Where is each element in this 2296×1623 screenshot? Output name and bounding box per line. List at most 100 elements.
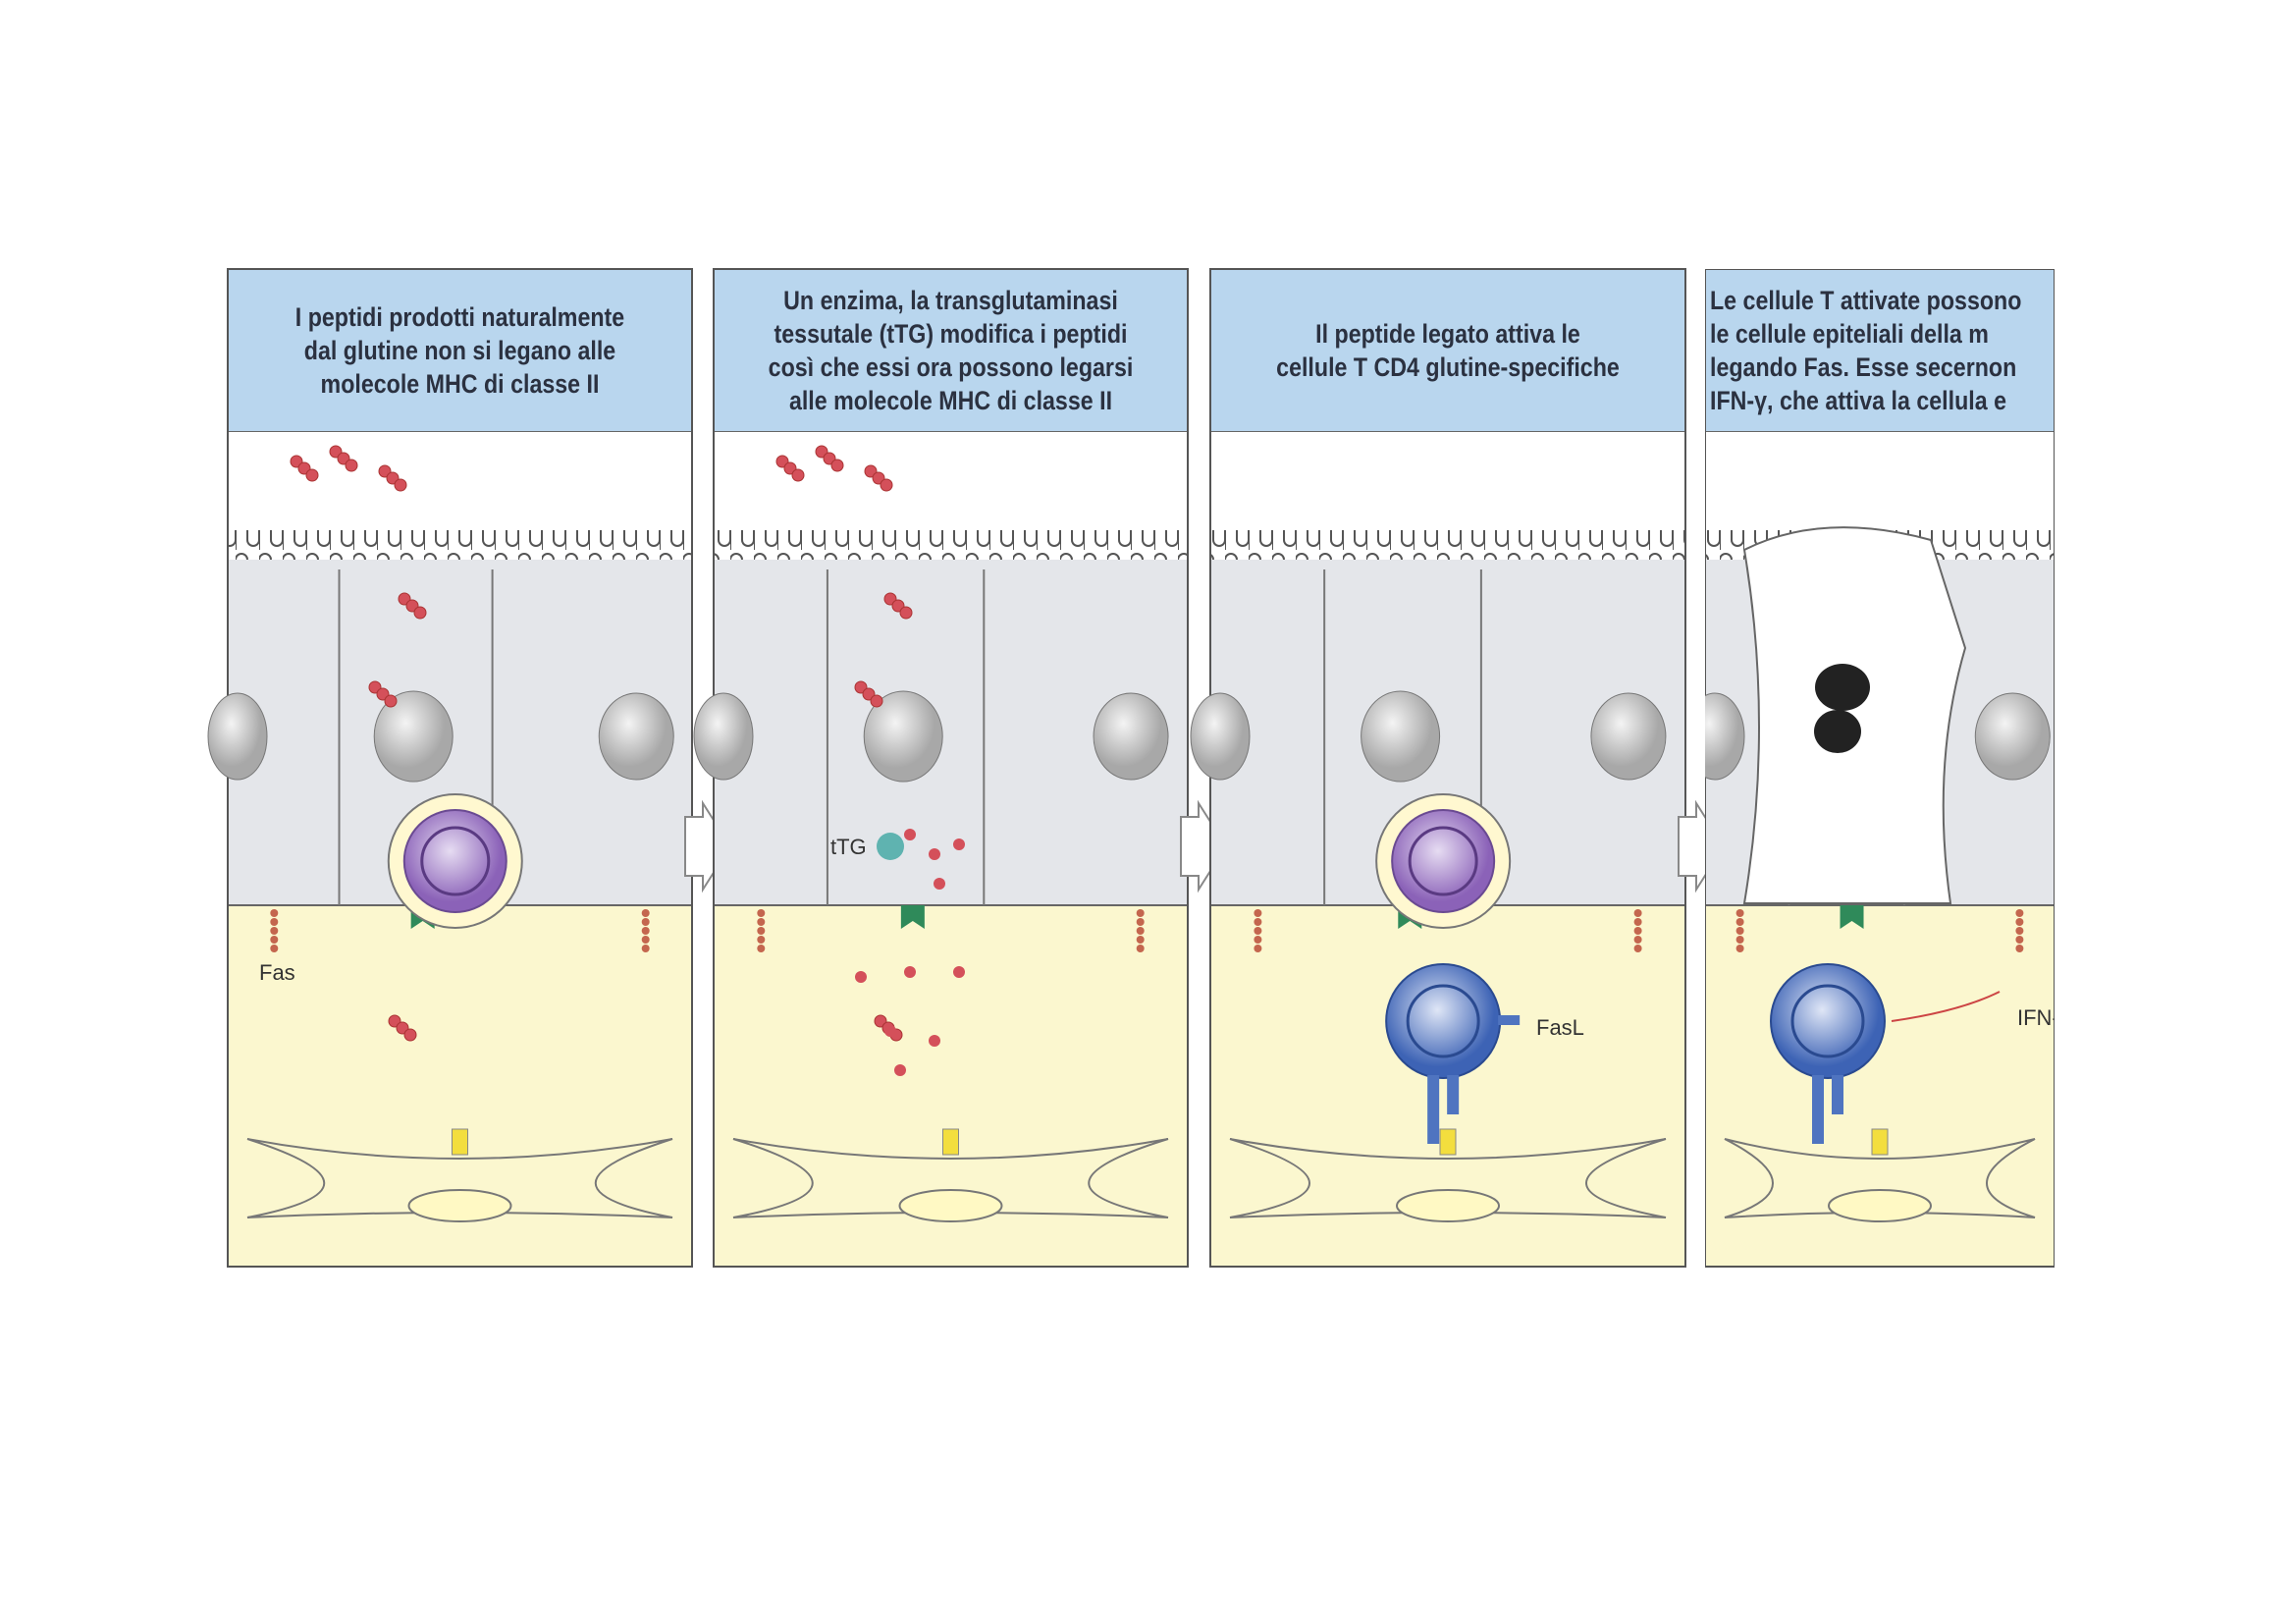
fas-receptor-icon (1633, 909, 1642, 917)
peptide-icon (394, 478, 407, 492)
nucleus (693, 692, 754, 781)
receptor-icon (900, 905, 925, 929)
fasl-icon (1498, 1015, 1521, 1025)
fas-receptor-icon (2015, 909, 2024, 917)
nucleus (1705, 692, 1745, 781)
microvilli (1210, 530, 1685, 560)
tcr-icon (1447, 1075, 1460, 1114)
panel-3-header: Il peptide legato attiva le cellule T CD… (1276, 319, 1620, 382)
modified-peptide-icon (855, 971, 867, 983)
fas-receptor-icon (1633, 918, 1642, 926)
modified-peptide-icon (934, 878, 945, 890)
fas-receptor-icon (270, 927, 279, 935)
peptide-icon (880, 478, 893, 492)
nucleus (373, 690, 454, 783)
apoptotic-nucleus (1815, 664, 1870, 711)
fas-label: Fas (259, 960, 295, 985)
ttg-label: tTG (830, 835, 867, 859)
panel-1 (207, 268, 693, 1268)
lumen (1210, 432, 1685, 530)
nucleus (1361, 690, 1441, 783)
receptor-icon (1840, 905, 1864, 929)
fibroblast-nucleus (407, 1189, 512, 1222)
fibroblast-nucleus (1396, 1189, 1500, 1222)
peptide-icon (791, 468, 805, 482)
fas-receptor-icon (1735, 936, 1744, 944)
fas-receptor-icon (1254, 936, 1262, 944)
t-cell (1385, 963, 1502, 1079)
lumen (714, 432, 1188, 530)
fas-receptor-icon (1735, 918, 1744, 926)
ifn-gamma-arrow-icon (1891, 991, 2001, 1022)
fas-receptor-icon (2015, 918, 2024, 926)
mhc-molecule-icon (452, 1128, 468, 1156)
fas-receptor-icon (270, 936, 279, 944)
modified-peptide-icon (904, 966, 916, 978)
fas-receptor-icon (1136, 927, 1145, 935)
fasl-label: FasL (1536, 1015, 1584, 1040)
panel-2-header: Un enzima, la transglutaminasi tessutale… (768, 286, 1134, 415)
lumen (228, 432, 692, 530)
fas-receptor-icon (1254, 909, 1262, 917)
t-cell-nucleus (1406, 984, 1480, 1058)
fibroblast-nucleus (1828, 1189, 1932, 1222)
fas-receptor-icon (1136, 945, 1145, 952)
nucleus (1190, 692, 1251, 781)
peptide-icon (899, 606, 913, 620)
peptide-icon (830, 459, 844, 472)
fas-receptor-icon (1633, 945, 1642, 952)
fas-receptor-icon (1254, 945, 1262, 952)
peptide-icon (384, 694, 398, 708)
panel-4-header: Le cellule T attivate possono le cellule… (1710, 286, 2022, 415)
damaged-epithelial-cell (1742, 526, 1967, 904)
fas-receptor-icon (757, 936, 766, 944)
fibroblast (732, 1138, 1169, 1218)
fas-receptor-icon (2015, 936, 2024, 944)
mhc-molecule-icon (1871, 1128, 1889, 1156)
tcr-icon (1427, 1075, 1440, 1144)
header-box (1705, 269, 2055, 433)
t-cell (1770, 963, 1886, 1079)
fibroblast (246, 1138, 673, 1218)
modified-peptide-icon (884, 1025, 896, 1037)
nucleus (1093, 692, 1169, 781)
modified-peptide-icon (953, 966, 965, 978)
apc-nucleus (1408, 826, 1478, 896)
apc-nucleus (420, 826, 491, 896)
fas-receptor-icon (1735, 927, 1744, 935)
fas-receptor-icon (2015, 945, 2024, 952)
fas-receptor-icon (641, 918, 650, 926)
t-cell-nucleus (1790, 984, 1865, 1058)
fas-receptor-icon (757, 927, 766, 935)
fas-receptor-icon (270, 945, 279, 952)
fas-receptor-icon (1136, 936, 1145, 944)
nucleus (863, 690, 943, 783)
mhc-molecule-icon (942, 1128, 959, 1156)
fas-receptor-icon (1254, 918, 1262, 926)
apoptotic-nucleus (1814, 710, 1861, 753)
fibroblast (1724, 1138, 2036, 1218)
fas-receptor-icon (641, 945, 650, 952)
microvilli (228, 530, 692, 560)
nucleus (1590, 692, 1667, 781)
peptide-icon (403, 1028, 417, 1042)
panel-4 (1705, 269, 2055, 1268)
peptide-icon (413, 606, 427, 620)
ifn-gamma-label: IFN-γ (2017, 1005, 2055, 1030)
fas-receptor-icon (1136, 918, 1145, 926)
fas-receptor-icon (1136, 909, 1145, 917)
fas-receptor-icon (270, 918, 279, 926)
fas-receptor-icon (641, 909, 650, 917)
fas-receptor-icon (1254, 927, 1262, 935)
modified-peptide-icon (953, 839, 965, 850)
fas-receptor-icon (270, 909, 279, 917)
antigen-presenting-cell (402, 809, 507, 913)
nucleus (598, 692, 674, 781)
antigen-presenting-cell (1391, 809, 1496, 913)
fibroblast-nucleus (898, 1189, 1003, 1222)
fas-receptor-icon (757, 918, 766, 926)
lumen (1705, 432, 2055, 530)
peptide-icon (870, 694, 883, 708)
panel-border (1705, 269, 2055, 1268)
